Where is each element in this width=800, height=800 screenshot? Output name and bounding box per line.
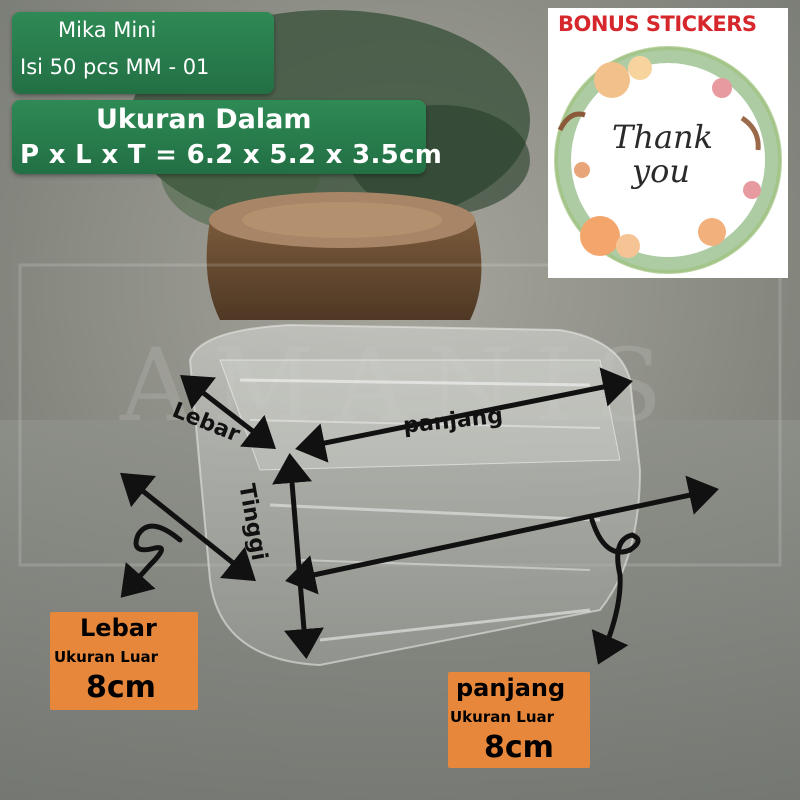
inner-size-dimensions: P x L x T = 6.2 x 5.2 x 3.5cm — [20, 140, 443, 170]
product-quantity: Isi 50 pcs MM - 01 — [20, 55, 210, 79]
curly-arrow-left — [120, 523, 183, 598]
outer-lebar-title: Lebar — [80, 614, 157, 642]
sticker-text-you: you — [632, 152, 690, 190]
product-name: Mika Mini — [58, 18, 157, 42]
outer-lebar-value: 8cm — [86, 670, 156, 705]
curly-arrow-right — [589, 517, 641, 665]
wood-stump — [206, 192, 482, 320]
outer-panjang-box — [448, 672, 590, 768]
inner-size-heading: Ukuran Dalam — [96, 104, 312, 135]
arrow-lebar-inner — [180, 374, 276, 450]
arrow-panjang-outer — [285, 475, 719, 595]
outer-lebar-box — [50, 612, 198, 710]
arrow-lebar-outer — [120, 472, 256, 582]
inner-size-panel — [12, 100, 426, 174]
outer-panjang-subtitle: Ukuran Luar — [450, 708, 555, 726]
outer-lebar-subtitle: Ukuran Luar — [54, 648, 159, 666]
bonus-stickers-label: BONUS STICKERS — [558, 12, 757, 36]
sticker-text-thank: Thank — [612, 118, 714, 156]
thank-you-sticker — [548, 8, 788, 278]
arrow-panjang-inner — [295, 367, 633, 463]
dimension-arrows — [120, 367, 719, 665]
outer-panjang-value: 8cm — [484, 730, 554, 765]
product-info-panel — [12, 12, 274, 94]
outer-panjang-title: panjang — [456, 674, 566, 702]
